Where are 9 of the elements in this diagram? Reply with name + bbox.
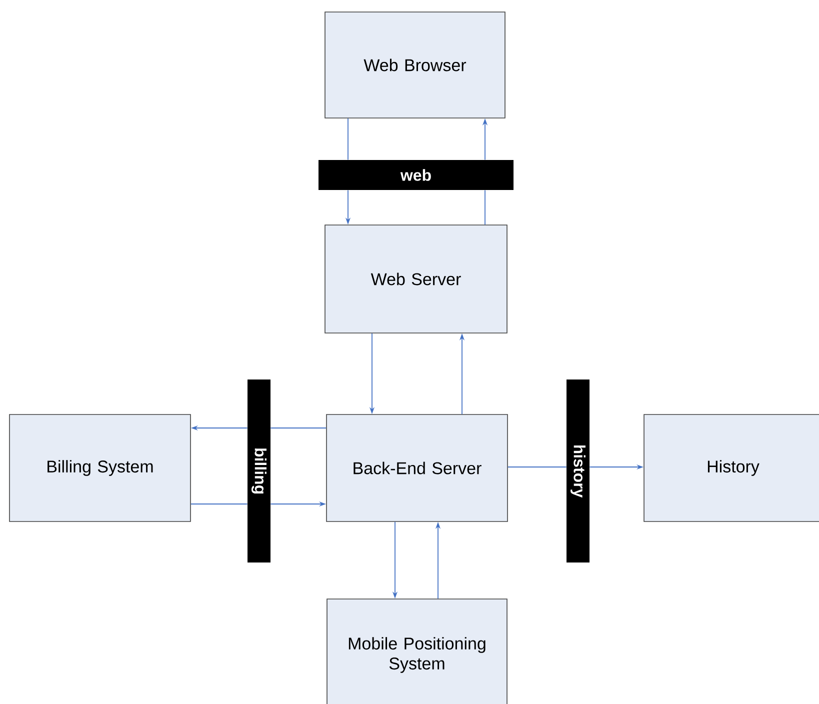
process-box: History: [644, 414, 819, 522]
process-box: Web Browser: [324, 12, 506, 118]
process-box: Mobile Positioning System: [326, 598, 508, 704]
process-box: Billing System: [9, 414, 191, 522]
interface-bar: billing: [248, 380, 270, 562]
process-box: Back-End Server: [326, 414, 508, 522]
interface-bar: history: [566, 380, 590, 562]
interface-bar: web: [318, 160, 514, 190]
process-box: Web Server: [324, 224, 508, 334]
